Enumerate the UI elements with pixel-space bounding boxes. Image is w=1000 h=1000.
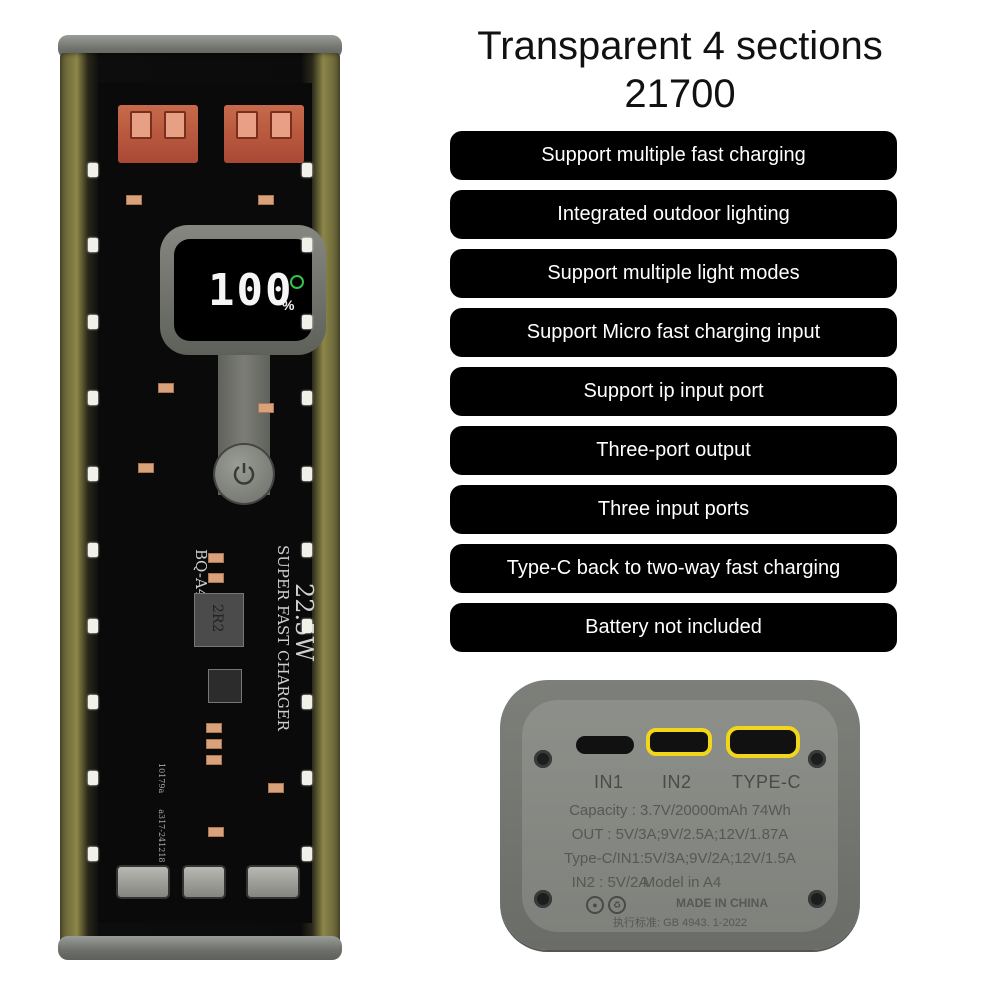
- pcb-batch-label: 10179a a317-241218: [157, 763, 166, 863]
- display-bezel: 100 %: [160, 225, 326, 355]
- output-spec: OUT : 5V/3A;9V/2.5A;12V/1.87A: [571, 826, 789, 843]
- charging-icon: [290, 275, 304, 289]
- pcb-slogan-label: SUPER FAST CHARGER: [274, 545, 292, 731]
- screw-icon: [808, 890, 826, 908]
- bottom-end-cap: [58, 936, 342, 960]
- feature-pill: Support ip input port: [450, 367, 897, 416]
- feature-pill: Battery not included: [450, 603, 897, 652]
- page-title: Transparent 4 sections 21700: [405, 22, 955, 118]
- feature-pill: Integrated outdoor lighting: [450, 190, 897, 239]
- certification-icon: ●: [586, 896, 604, 914]
- in1-port: [576, 736, 634, 754]
- feature-pill: Three input ports: [450, 485, 897, 534]
- screw-icon: [808, 750, 826, 768]
- type-c-port: [116, 865, 170, 899]
- screw-icon: [534, 890, 552, 908]
- power-bank-image: 100 % BQ-A4PD-V1 22.5W SUPER FAST CHARGE…: [55, 35, 345, 960]
- battery-level-readout: 100: [208, 265, 294, 316]
- transparent-shell: 100 % BQ-A4PD-V1 22.5W SUPER FAST CHARGE…: [60, 53, 340, 943]
- in2-spec: IN2 : 5V/2A: [571, 874, 649, 891]
- capacity-spec: Capacity : 3.7V/20000mAh 74Wh: [569, 802, 791, 819]
- type-c-input-spec: Type-C/IN1:5V/3A;9V/2A;12V/1.5A: [564, 850, 796, 867]
- type-c-label: TYPE-C: [732, 772, 802, 792]
- in1-label: IN1: [594, 772, 624, 792]
- end-panel-image: IN1 IN2 TYPE-C Capacity : 3.7V/20000mAh …: [500, 680, 860, 950]
- usb-a-port-2: [224, 105, 304, 163]
- power-button: [215, 445, 273, 503]
- micro-usb-port: [182, 865, 226, 899]
- controller-chip: [208, 669, 242, 703]
- screw-icon: [534, 750, 552, 768]
- circuit-board: 100 % BQ-A4PD-V1 22.5W SUPER FAST CHARGE…: [98, 83, 326, 923]
- inductor-label: 2R2: [209, 604, 225, 633]
- feature-list: Support multiple fast charging Integrate…: [450, 131, 897, 662]
- title-line-1: Transparent 4 sections: [477, 24, 883, 68]
- made-in-label: MADE IN CHINA: [676, 896, 768, 910]
- in2-label: IN2: [662, 772, 692, 792]
- inductor: 2R2: [194, 593, 244, 647]
- title-line-2: 21700: [624, 72, 736, 116]
- in2-port: [646, 728, 712, 756]
- type-c-port: [726, 726, 800, 758]
- feature-pill: Support multiple fast charging: [450, 131, 897, 180]
- feature-pill: Support Micro fast charging input: [450, 308, 897, 357]
- standard-label: 执行标准: GB 4943. 1-2022: [613, 917, 747, 929]
- battery-display: 100 %: [174, 239, 312, 341]
- power-icon: [233, 463, 255, 485]
- feature-pill: Support multiple light modes: [450, 249, 897, 298]
- feature-pill: Type-C back to two-way fast charging: [450, 544, 897, 593]
- model-spec: Model in A4: [642, 874, 722, 891]
- end-panel-face: IN1 IN2 TYPE-C Capacity : 3.7V/20000mAh …: [522, 700, 838, 932]
- usb-a-port-1: [118, 105, 198, 163]
- type-c-port: [246, 865, 300, 899]
- battery-percent-unit: %: [282, 297, 295, 313]
- feature-pill: Three-port output: [450, 426, 897, 475]
- recycle-icon: ♻: [608, 896, 626, 914]
